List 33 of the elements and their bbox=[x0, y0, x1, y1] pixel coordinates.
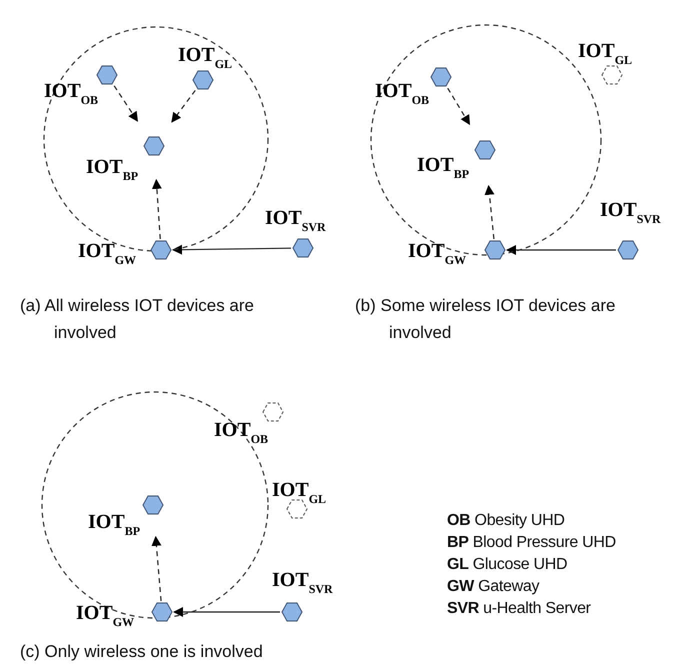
abbreviation-key: GL Glucose UHD bbox=[447, 554, 616, 576]
device-label: IOT$_{OB}$ bbox=[375, 79, 430, 104]
abbreviation-key: BP Blood Pressure UHD bbox=[447, 532, 616, 554]
arrow bbox=[172, 244, 291, 255]
device-label: IOT$_{BP}$ bbox=[88, 510, 140, 535]
arrow bbox=[152, 178, 162, 240]
device-label: IOT$_{GW}$ bbox=[76, 601, 134, 626]
device-label: IOT$_{BP}$ bbox=[417, 153, 470, 178]
arrow bbox=[114, 86, 138, 122]
device-label: IOT$_{GL}$ bbox=[272, 478, 326, 503]
device-label: IOT$_{SVR}$ bbox=[265, 206, 326, 231]
range-circle bbox=[41, 391, 269, 619]
panel-caption: (c) Only wireless one is involved bbox=[20, 641, 264, 663]
device-label: IOT$_{GL}$ bbox=[578, 39, 632, 64]
abbreviation-key: SVR u-Health Server bbox=[447, 598, 616, 620]
abbreviation-key: GW Gateway bbox=[447, 576, 616, 598]
device-label: IOT$_{SVR}$ bbox=[272, 568, 333, 593]
arrow bbox=[484, 184, 494, 240]
arrow bbox=[506, 245, 616, 255]
arrow bbox=[173, 607, 280, 617]
device-label: IOT$_{GL}$ bbox=[178, 43, 232, 68]
device-label: IOT$_{GW}$ bbox=[408, 239, 466, 264]
panel-caption: (b) Some wireless IOT devices are involved bbox=[355, 295, 616, 344]
panel-caption: (a) All wireless IOT devices are involved bbox=[20, 295, 255, 344]
device-label: IOT$_{SVR}$ bbox=[600, 198, 661, 223]
device-label: IOT$_{OB}$ bbox=[44, 79, 98, 104]
device-label: IOT$_{BP}$ bbox=[86, 155, 138, 180]
arrow bbox=[151, 536, 162, 602]
device-label: IOT$_{GW}$ bbox=[78, 239, 136, 264]
arrow bbox=[171, 90, 196, 123]
abbreviation-key: OB Obesity UHD bbox=[447, 510, 616, 532]
arrow bbox=[447, 88, 470, 126]
device-label: IOT$_{OB}$ bbox=[214, 418, 268, 443]
